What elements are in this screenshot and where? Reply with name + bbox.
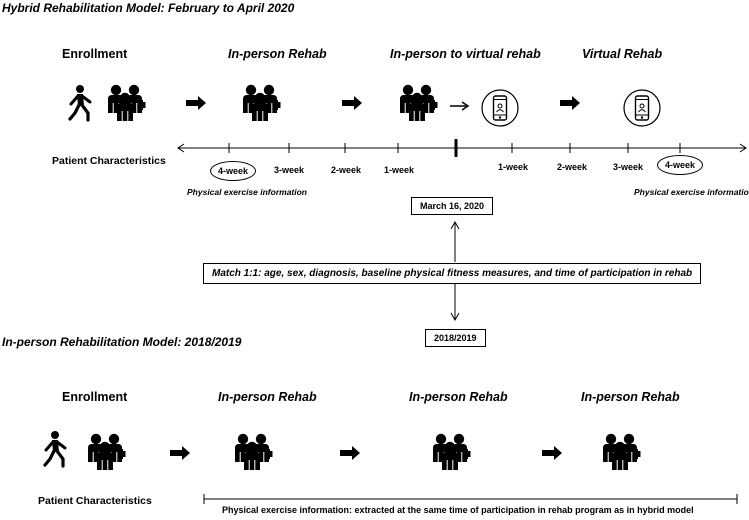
exercise-info-right: Physical exercise information <box>634 187 749 197</box>
timeline-week-4-left: 4-week <box>210 161 257 181</box>
arrow-right-icon <box>340 446 360 460</box>
inperson-exercise-info: Physical exercise information: extracted… <box>222 505 694 515</box>
hybrid-title: Hybrid Rehabilitation Model: February to… <box>2 1 295 15</box>
inperson-patient-characteristics: Patient Characteristics <box>38 495 152 507</box>
timeline-week-3-left: 3-week <box>274 165 305 175</box>
inperson-stage-rehab-1: In-person Rehab <box>218 390 317 404</box>
inperson-stage-rehab-2: In-person Rehab <box>409 390 508 404</box>
timeline-week-2-left: 2-week <box>331 165 362 175</box>
timeline-week-1-right: 1-week <box>498 162 529 172</box>
group-people-icon <box>243 85 281 121</box>
arrow-right-icon <box>342 96 362 110</box>
timeline-week-2-right: 2-week <box>557 162 588 172</box>
stage-transition: In-person to virtual rehab <box>390 47 541 61</box>
arrow-right-icon <box>186 96 206 110</box>
smartphone-circle-icon <box>623 89 661 127</box>
arrow-right-icon <box>170 446 190 460</box>
stage-virtual-rehab: Virtual Rehab <box>582 47 663 61</box>
stage-inperson-rehab: In-person Rehab <box>228 47 327 61</box>
inperson-stage-enrollment: Enrollment <box>62 390 128 404</box>
stage-enrollment: Enrollment <box>62 47 128 61</box>
inperson-title: In-person Rehabilitation Model: 2018/201… <box>2 335 242 349</box>
walking-person-icon <box>68 83 92 122</box>
group-people-icon <box>88 434 126 470</box>
exercise-info-left: Physical exercise information <box>187 187 307 197</box>
date-box-march: March 16, 2020 <box>411 197 494 215</box>
smartphone-circle-icon <box>481 89 519 127</box>
group-people-icon <box>235 434 273 470</box>
walking-person-icon <box>43 429 67 468</box>
timeline-week-1-left: 1-week <box>384 165 415 175</box>
match-criteria-box: Match 1:1: age, sex, diagnosis, baseline… <box>203 263 702 284</box>
group-people-icon <box>603 434 641 470</box>
inperson-stage-rehab-3: In-person Rehab <box>581 390 680 404</box>
timeline-week-3-right: 3-week <box>613 162 644 172</box>
group-people-icon <box>108 85 146 121</box>
arrow-right-icon <box>542 446 562 460</box>
date-box-2018: 2018/2019 <box>425 329 486 347</box>
group-people-icon <box>433 434 471 470</box>
hybrid-patient-characteristics: Patient Characteristics <box>52 155 166 167</box>
group-people-icon <box>400 85 438 121</box>
arrow-right-icon <box>560 96 580 110</box>
timeline-week-4-right: 4-week <box>657 155 704 175</box>
